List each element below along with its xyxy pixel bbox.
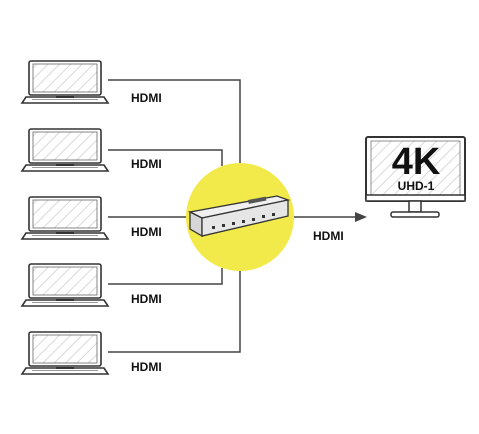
laptop-icon — [21, 60, 109, 104]
connection-line-2 — [108, 149, 223, 166]
input-label: HDMI — [131, 157, 162, 171]
laptop-icon — [21, 196, 109, 240]
connection-line-5 — [108, 270, 241, 353]
connection-lines — [108, 79, 357, 353]
laptop-icon — [21, 263, 109, 307]
display-resolution-label: 4K — [392, 141, 441, 183]
connection-line-1 — [108, 79, 241, 164]
input-label: HDMI — [131, 91, 162, 105]
laptop-icon — [21, 128, 109, 172]
display-standard-label: UHD-1 — [398, 179, 435, 193]
input-label: HDMI — [131, 292, 162, 306]
monitor-icon — [365, 136, 466, 218]
connection-line-4 — [108, 268, 223, 285]
laptop-icon — [21, 331, 109, 375]
input-label: HDMI — [131, 225, 162, 239]
hdmi-switch-icon — [187, 195, 291, 238]
output-arrow-icon — [355, 212, 367, 222]
output-label: HDMI — [313, 229, 344, 243]
input-label: HDMI — [131, 360, 162, 374]
